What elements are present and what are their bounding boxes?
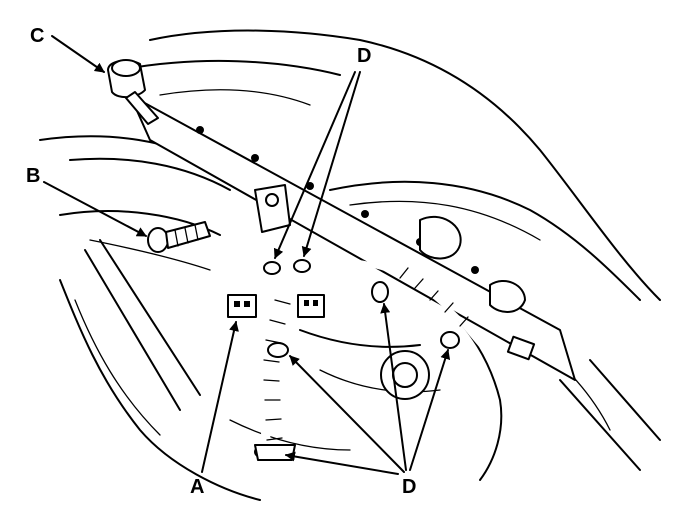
callout-d-top: D bbox=[273, 45, 371, 259]
callout-b-label: B bbox=[26, 165, 40, 187]
engine-outline bbox=[39, 29, 661, 501]
bolt-b bbox=[147, 221, 211, 253]
harness-clamps bbox=[254, 259, 460, 461]
connector-a bbox=[227, 294, 257, 318]
callout-d-bottom: D bbox=[285, 303, 451, 498]
callout-a: A bbox=[190, 321, 239, 498]
bolt-c bbox=[107, 59, 159, 125]
lower-component bbox=[380, 350, 430, 400]
mount-bracket bbox=[254, 184, 291, 233]
fuel-rail bbox=[129, 94, 576, 381]
callout-b: B bbox=[26, 165, 147, 237]
connector-secondary bbox=[297, 294, 325, 318]
callout-d-top-label: D bbox=[357, 45, 371, 67]
callout-c: C bbox=[30, 25, 105, 73]
callout-c-label: C bbox=[30, 25, 44, 47]
wire-harness bbox=[207, 257, 493, 512]
callout-a-label: A bbox=[190, 476, 204, 498]
callout-d-bottom-label: D bbox=[402, 476, 416, 498]
